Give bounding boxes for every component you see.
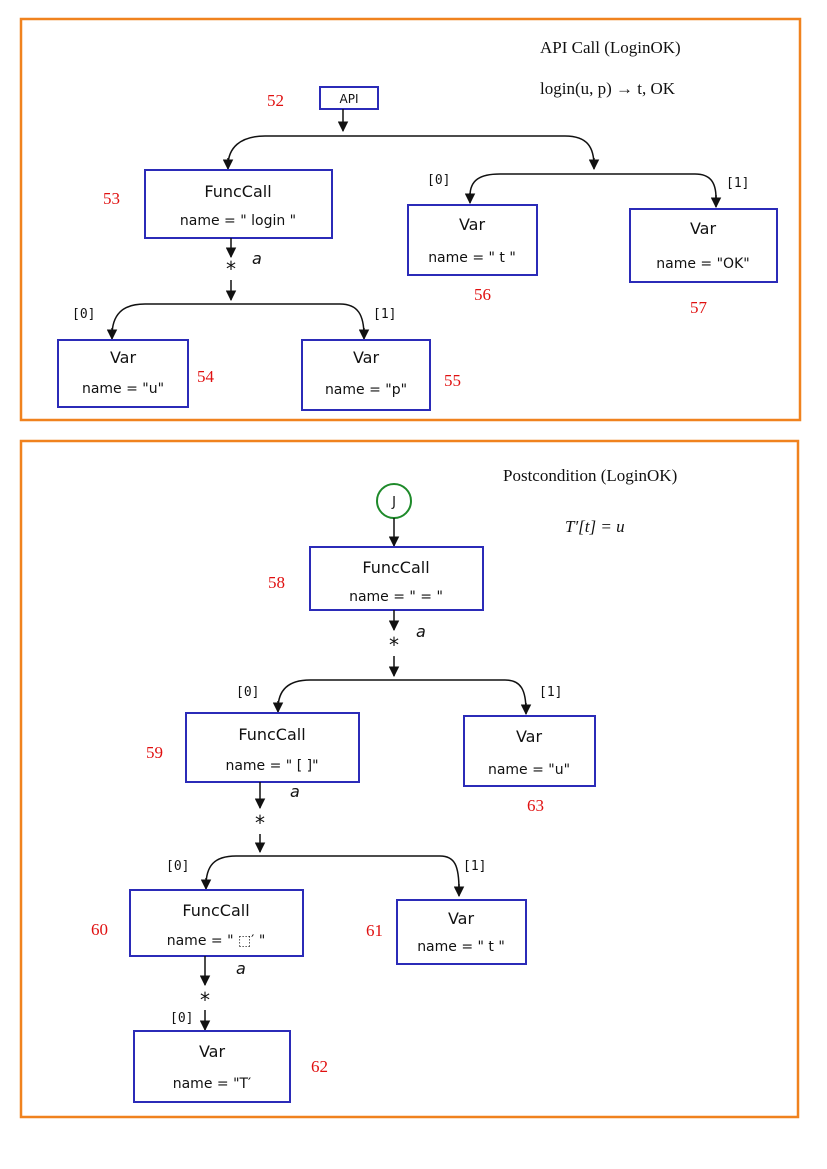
node-56-kind: Var (459, 215, 486, 234)
edge-59-branch (205, 855, 460, 891)
edge-53-star: * (226, 257, 236, 281)
edge-60-idx0: [0] (170, 1011, 193, 1026)
node-id-63: 63 (527, 796, 544, 815)
node-55-kind: Var (353, 348, 380, 367)
node-59-name: name = " [ ]" (225, 758, 318, 774)
panel-api-call-title: API Call (LoginOK) (540, 38, 681, 57)
node-53-funccall (144, 169, 333, 239)
edge-58-idx1: [1] (539, 685, 562, 700)
edge-api-branch (227, 135, 595, 167)
edge-api-right-branch (469, 173, 717, 199)
node-54-kind: Var (110, 348, 137, 367)
api-node-label: API (340, 92, 359, 106)
node-63-name: name = "u" (488, 762, 570, 778)
node-62-kind: Var (199, 1042, 226, 1061)
node-id-59: 59 (146, 743, 163, 762)
node-id-54: 54 (197, 367, 215, 386)
edge-58-idx0: [0] (236, 685, 259, 700)
panel-postcondition-title: Postcondition (LoginOK) (503, 466, 677, 485)
node-60-kind: FuncCall (182, 901, 249, 920)
node-60-funccall (129, 889, 304, 957)
edge-api-idx1: [1] (726, 176, 749, 191)
node-62-name: name = "T′ (173, 1076, 252, 1092)
node-id-60: 60 (91, 920, 108, 939)
node-56-name: name = " t " (428, 250, 516, 266)
node-61-name: name = " t " (417, 939, 505, 955)
node-56-var (407, 204, 538, 276)
node-55-name: name = "p" (325, 382, 407, 398)
node-53-kind: FuncCall (204, 182, 271, 201)
edge-58-branch (277, 679, 527, 712)
node-54-name: name = "u" (82, 381, 164, 397)
node-id-56: 56 (474, 285, 491, 304)
node-57-kind: Var (690, 219, 717, 238)
node-57-name: name = "OK" (656, 256, 749, 272)
node-id-58: 58 (268, 573, 285, 592)
node-id-55: 55 (444, 371, 461, 390)
node-55-var (301, 339, 431, 411)
node-58-kind: FuncCall (362, 558, 429, 577)
edge-58-star: * (389, 633, 399, 657)
edge-60-arg: a (236, 959, 246, 978)
node-61-kind: Var (448, 909, 475, 928)
node-61-var (396, 899, 527, 965)
node-63-var (463, 715, 596, 787)
node-id-52: 52 (267, 91, 284, 110)
node-54-var (57, 339, 189, 408)
edge-60-star: * (200, 988, 210, 1012)
edge-53-arg: a (252, 249, 262, 268)
panel-postcondition (19, 439, 800, 1119)
panel-postcondition-formula: T′[t] = u (565, 517, 625, 536)
edge-58-arg: a (416, 622, 426, 641)
node-59-kind: FuncCall (238, 725, 305, 744)
edge-59-arg: a (290, 782, 300, 801)
node-62-var (133, 1030, 291, 1103)
edge-api-idx0: [0] (427, 173, 450, 188)
api-node (319, 86, 379, 110)
node-id-61: 61 (366, 921, 383, 940)
node-60-name: name = " ⬚′ " (167, 933, 266, 949)
edge-59-idx0: [0] (166, 859, 189, 874)
panel-api-call-formula: login(u, p) → t, OK (540, 79, 676, 98)
node-58-funccall (309, 546, 484, 611)
edge-53-idx0: [0] (72, 307, 95, 322)
root-j-label: J (391, 495, 396, 510)
node-53-name: name = " login " (180, 213, 296, 229)
edge-53-branch (111, 303, 365, 337)
node-59-funccall (185, 712, 360, 783)
node-63-kind: Var (516, 727, 543, 746)
node-58-name: name = " = " (349, 589, 443, 605)
panel-api-call (19, 17, 802, 422)
node-id-53: 53 (103, 189, 120, 208)
edge-53-idx1: [1] (373, 307, 396, 322)
edge-59-idx1: [1] (463, 859, 486, 874)
node-id-57: 57 (690, 298, 708, 317)
edge-59-star: * (255, 811, 265, 835)
node-id-62: 62 (311, 1057, 328, 1076)
node-57-var (629, 208, 778, 283)
